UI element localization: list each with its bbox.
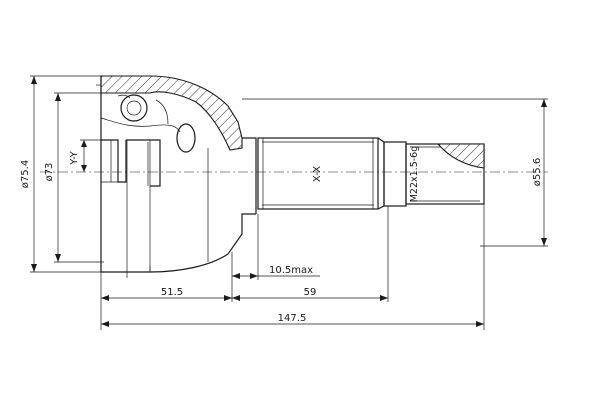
dim-text-xx: X-X <box>312 166 323 182</box>
dim-text-inner-dia: ø73 <box>44 163 55 182</box>
arrow-yy-top <box>81 140 87 147</box>
arrow-offset-right <box>250 273 258 279</box>
arrow-shaft-right <box>380 295 388 301</box>
arrow-inner-dia-bottom <box>55 254 61 262</box>
cage-window-arc <box>155 99 169 125</box>
arrow-inner-dia-top <box>55 93 61 101</box>
housing-foot-lines <box>126 266 151 278</box>
bearing-ball-inner <box>126 100 142 116</box>
arrow-outer-dia-bottom <box>31 264 37 272</box>
arrow-shaft-dia-top <box>541 99 547 107</box>
thread-end-section <box>436 143 485 169</box>
dim-text-outer-dia: ø75.4 <box>20 160 31 188</box>
arrow-shaft-left <box>232 295 240 301</box>
arrow-body-right <box>224 295 232 301</box>
arrow-offset-left <box>232 273 240 279</box>
joint-housing <box>96 75 256 278</box>
arrow-outer-dia-top <box>31 76 37 84</box>
dim-text-offset: 10.5max <box>269 265 313 276</box>
retaining-ring <box>176 123 196 153</box>
joint-shaft <box>242 137 485 214</box>
arrow-total-right <box>476 321 484 327</box>
arrow-total-left <box>101 321 109 327</box>
arrow-shaft-dia-bottom <box>541 238 547 246</box>
dim-text-thread: M22x1.5-6g <box>409 146 420 203</box>
shaft-collar <box>383 141 407 207</box>
inner-race <box>101 139 161 187</box>
shaft-neck <box>242 137 257 214</box>
bearing-ball <box>120 94 148 122</box>
dim-text-yy: Y-Y <box>69 150 80 165</box>
dim-text-shaft-length: 59 <box>304 287 317 298</box>
shaft-shoulder <box>377 137 385 210</box>
housing-top-section <box>100 75 243 151</box>
spline-section <box>257 137 379 210</box>
arrow-body-left <box>101 295 109 301</box>
dim-text-total-length: 147.5 <box>278 313 307 324</box>
dim-text-body-length: 51.5 <box>161 287 183 298</box>
ball-track-curve <box>100 117 181 133</box>
cage-upper-arc <box>117 94 131 99</box>
arrow-yy-bottom <box>81 165 87 172</box>
dim-text-shaft-dia: ø55.6 <box>532 158 543 186</box>
